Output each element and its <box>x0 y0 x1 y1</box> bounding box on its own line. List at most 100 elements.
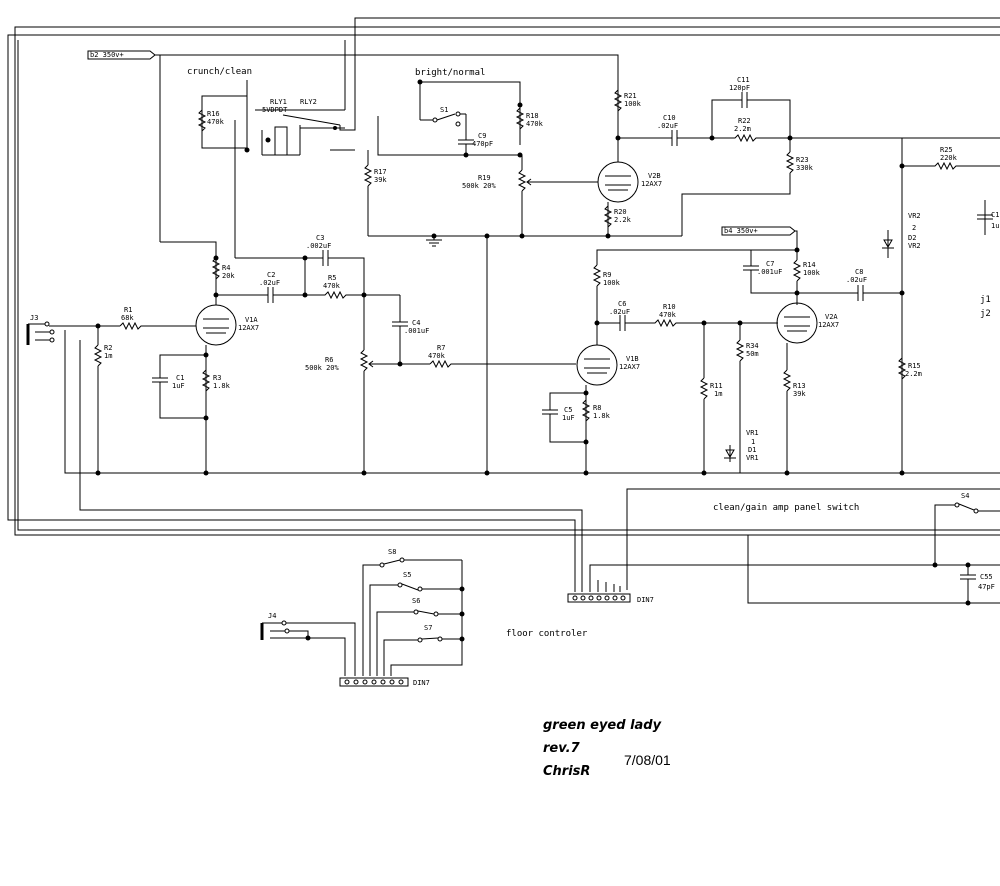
c7-c8: C7 .001uF C8 .02uF <box>743 250 902 301</box>
r19-label: R19 <box>478 174 491 182</box>
title-author: ChrisR <box>543 764 590 779</box>
r9-value: 100k <box>603 279 621 287</box>
v2b-type: 12AX7 <box>641 180 662 188</box>
vr2-num: 2 <box>912 224 916 232</box>
r16-resistor: R16 470k <box>197 109 225 132</box>
bright-normal-label: bright/normal <box>415 68 485 78</box>
vr1-label2: VR1 <box>746 454 759 462</box>
c1-value: 1uF <box>172 382 185 390</box>
d2-label: D2 <box>908 234 916 242</box>
r17-ground: R17 39k <box>363 150 682 476</box>
c1-label: C1 <box>176 374 184 382</box>
r14-value: 100k <box>803 269 821 277</box>
din7-socket-2-pins <box>344 679 404 685</box>
r21-resistor: R21 100k <box>613 89 642 112</box>
r8-label: R8 <box>593 404 601 412</box>
rly2-label: RLY2 <box>300 98 317 106</box>
r1-value: 68k <box>121 314 134 322</box>
r20-label: R20 <box>614 208 627 216</box>
c10-value: .02uF <box>657 122 678 130</box>
j3-label: J3 <box>30 314 38 322</box>
b2-supply: b2 350v+ <box>87 50 619 295</box>
outer-wiring <box>7 17 1000 604</box>
c3-value: .002uF <box>306 242 331 250</box>
r16-label: R16 <box>207 110 220 118</box>
title-block: green eyed lady rev.7 ChrisR 7/08/01 <box>543 718 671 779</box>
title-rev: rev.7 <box>543 741 581 756</box>
r20-resistor: R20 2.2k <box>603 205 632 228</box>
d1-label: D1 <box>748 446 756 454</box>
r3-label: R3 <box>213 374 221 382</box>
v1a-type: 12AX7 <box>238 324 259 332</box>
r14-label: R14 <box>803 261 816 269</box>
vr2-label2: VR2 <box>908 242 921 250</box>
relay-block: RLY1 RLY2 5VDPDT <box>201 20 356 259</box>
c7-value: .001uF <box>757 268 782 276</box>
c3-label: C3 <box>316 234 324 242</box>
s4-label: S4 <box>961 492 969 500</box>
c6-value: .02uF <box>609 308 630 316</box>
r2-value: 1m <box>104 352 112 360</box>
r34-value: 50m <box>746 350 759 358</box>
r7-label: R7 <box>437 344 445 352</box>
r18-value: 470k <box>526 120 544 128</box>
r34-label: R34 <box>746 342 759 350</box>
v2b-label: V2B <box>648 172 661 180</box>
c-part-value: 1u <box>991 222 999 230</box>
c55-value: 47pF <box>978 583 995 591</box>
r9-label: R9 <box>603 271 611 279</box>
j4-label: J4 <box>268 612 276 620</box>
r11-value: 1m <box>714 390 722 398</box>
s7-switch: S7 <box>417 624 465 643</box>
r5-value: 470k <box>323 282 341 290</box>
r13-value: 39k <box>793 390 806 398</box>
vr1-num: 1 <box>751 438 755 446</box>
v1b-type: 12AX7 <box>619 363 640 371</box>
v2a-tube: V2A 12AX7 R13 39k <box>776 302 839 476</box>
r15-label: R15 <box>908 362 921 370</box>
r1-label: R1 <box>124 306 132 314</box>
j1-label: j1 <box>980 295 991 305</box>
r6-label: R6 <box>325 356 333 364</box>
s6-label: S6 <box>412 597 420 605</box>
r4-value: 20k <box>222 272 235 280</box>
r8-value: 1.8k <box>593 412 611 420</box>
r22-value: 2.2m <box>734 125 751 133</box>
r23-value: 330k <box>796 164 814 172</box>
c4-value: .001uF <box>404 327 429 335</box>
floor-controller-label: floor controler <box>506 629 588 639</box>
c10-label: C10 <box>663 114 676 122</box>
r20-value: 2.2k <box>614 216 632 224</box>
r13-label: R13 <box>793 382 806 390</box>
c-part-label: C1 <box>991 211 999 219</box>
r17-label: R17 <box>374 168 387 176</box>
r10-label: R10 <box>663 303 676 311</box>
title-date: 7/08/01 <box>624 752 671 768</box>
s5-switch: S5 <box>397 571 465 592</box>
bright-switch-section: S1 C9 470pF <box>377 79 522 158</box>
s6-switch: S6 <box>412 597 465 617</box>
b4-supply: b4 350v+ R14 100k <box>596 226 821 305</box>
r3-value: 1.8k <box>213 382 231 390</box>
r11-label: R11 <box>710 382 723 390</box>
v1a-stage: R4 20k C2 .02uF C3 .002uF R5 470k C4 .00… <box>152 234 576 476</box>
c11-label: C11 <box>737 76 750 84</box>
relay-type-label: 5VDPDT <box>262 106 288 114</box>
c8-label: C8 <box>855 268 863 276</box>
r23-label: R23 <box>796 156 809 164</box>
v1b-label: V1B <box>626 355 639 363</box>
r6-value: 500k 20% <box>305 364 340 372</box>
amp-panel-switch: clean/gain amp panel switch S4 C55 47pF <box>567 492 1000 606</box>
v1a-label: V1A <box>245 316 258 324</box>
r25-label: R25 <box>940 146 953 154</box>
s1-label: S1 <box>440 106 448 114</box>
c11-value: 120pF <box>729 84 750 92</box>
c2-label: C2 <box>267 271 275 279</box>
v2b-tube: V2B 12AX7 <box>597 135 662 239</box>
s8-label: S8 <box>388 548 396 556</box>
c55-label: C55 <box>980 573 993 581</box>
din7-socket-1-pins <box>572 595 626 601</box>
c9-label: C9 <box>478 132 486 140</box>
